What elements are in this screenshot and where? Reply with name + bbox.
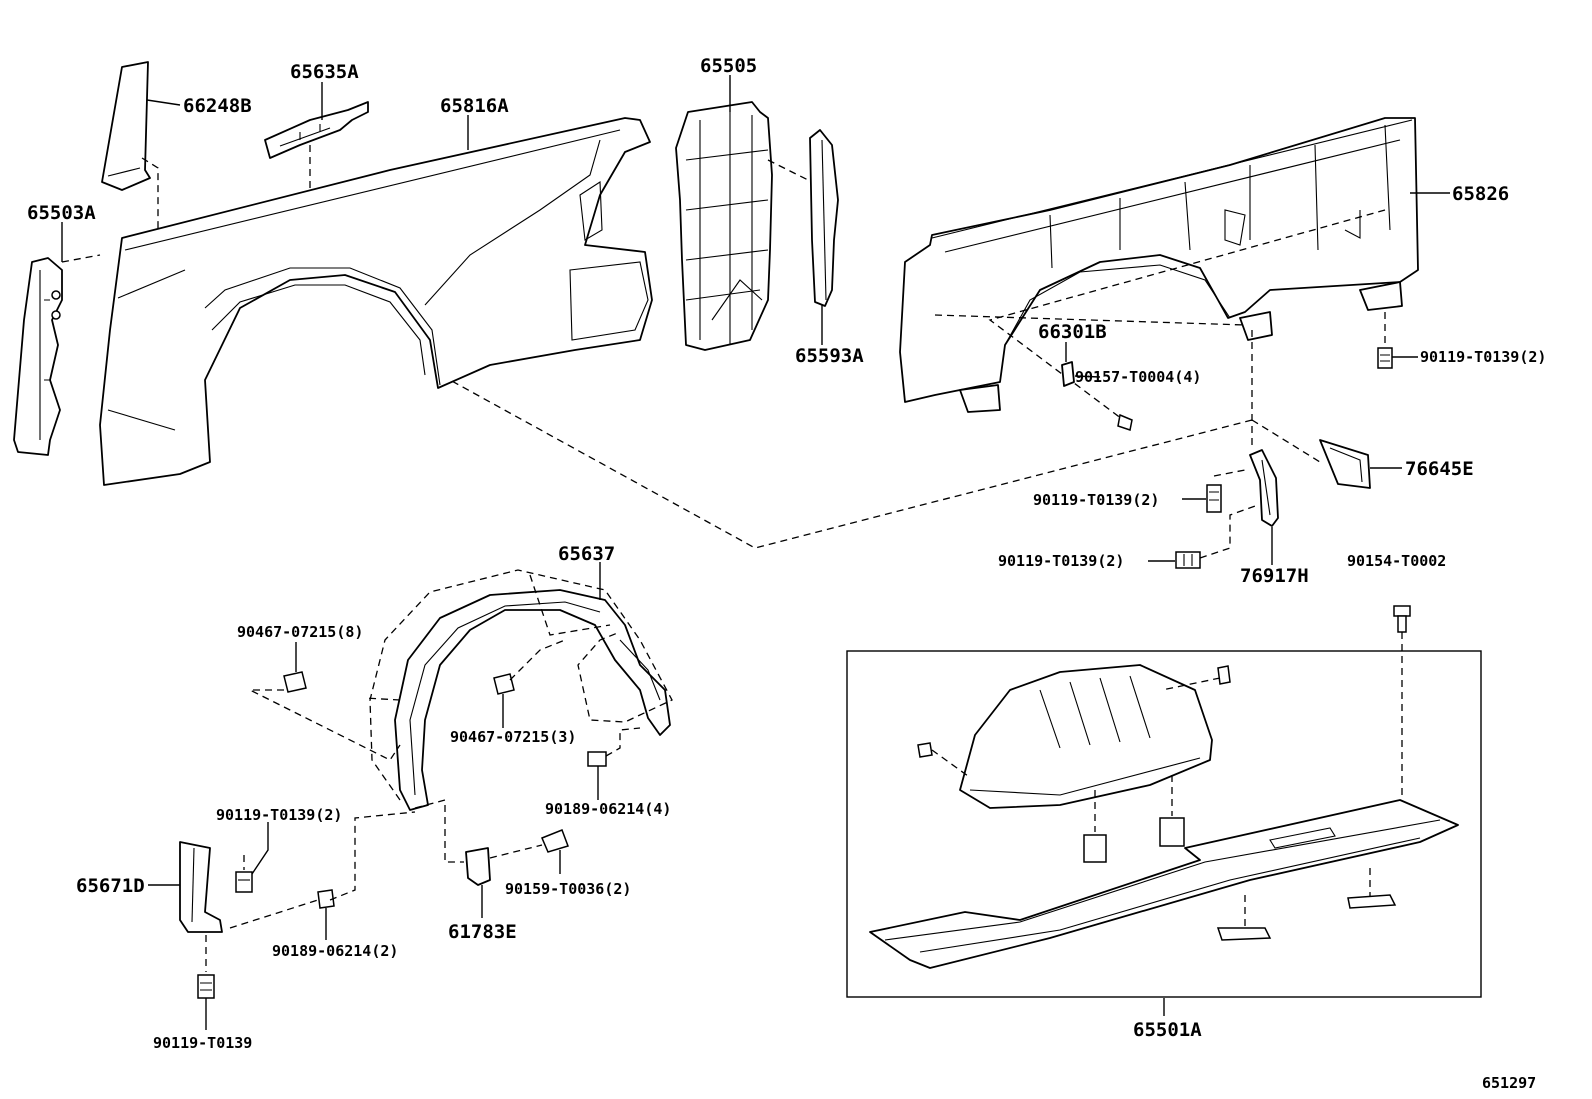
part-66301B[interactable] xyxy=(1061,361,1075,387)
bolt-90119-bottom[interactable] xyxy=(197,974,215,999)
label-66301B: 66301B xyxy=(1038,321,1107,343)
label-90189-4: 90189-06214(4) xyxy=(545,800,671,818)
part-65635A[interactable] xyxy=(264,101,369,159)
clip-90189-2[interactable] xyxy=(317,889,335,909)
label-90467-3: 90467-07215(3) xyxy=(450,728,576,746)
bolt-90119-lower[interactable] xyxy=(1175,551,1201,569)
label-65671D: 65671D xyxy=(76,875,145,897)
part-65637[interactable] xyxy=(394,589,671,811)
part-61783E[interactable] xyxy=(465,847,491,886)
label-65505: 65505 xyxy=(700,55,757,77)
label-90119-bracket: 90119-T0139(2) xyxy=(216,806,342,824)
bolt-90119-middle[interactable] xyxy=(1206,484,1222,513)
part-65501A-floor[interactable] xyxy=(869,799,1459,969)
bolt-90119-bracket[interactable] xyxy=(235,871,253,893)
label-90154-T0002: 90154-T0002 xyxy=(1347,552,1446,570)
label-65503A: 65503A xyxy=(27,202,96,224)
part-65503A[interactable] xyxy=(13,257,63,456)
label-65816A: 65816A xyxy=(440,95,509,117)
clip-90467-8[interactable] xyxy=(283,671,307,693)
part-65671D[interactable] xyxy=(179,841,223,933)
clip-90189-4[interactable] xyxy=(587,751,607,767)
label-65501A: 65501A xyxy=(1133,1019,1202,1041)
part-65505[interactable] xyxy=(675,101,773,351)
label-90189-2: 90189-06214(2) xyxy=(272,942,398,960)
label-65635A: 65635A xyxy=(290,61,359,83)
label-90119-topright: 90119-T0139(2) xyxy=(1420,348,1546,366)
part-65501A-wheelhouse[interactable] xyxy=(959,664,1213,809)
label-90119-middle: 90119-T0139(2) xyxy=(1033,491,1159,509)
label-90119-lower: 90119-T0139(2) xyxy=(998,552,1124,570)
screw-90157-T0004[interactable] xyxy=(1117,413,1133,431)
clip-90467-3[interactable] xyxy=(493,673,515,695)
label-90159-T0036: 90159-T0036(2) xyxy=(505,880,631,898)
part-76645E[interactable] xyxy=(1319,439,1371,489)
bolt-90159-T0036[interactable] xyxy=(541,829,569,853)
label-61783E: 61783E xyxy=(448,921,517,943)
part-65593A[interactable] xyxy=(809,129,839,307)
label-76645E: 76645E xyxy=(1405,458,1474,480)
label-65593A: 65593A xyxy=(795,345,864,367)
part-65501A-clips[interactable] xyxy=(917,665,1397,941)
label-90467-8: 90467-07215(8) xyxy=(237,623,363,641)
label-90157-T0004: 90157-T0004(4) xyxy=(1075,368,1201,386)
part-65826[interactable] xyxy=(899,117,1419,413)
figure-code: 651297 xyxy=(1482,1074,1536,1092)
label-76917H: 76917H xyxy=(1240,565,1309,587)
bolt-90119-topright[interactable] xyxy=(1377,347,1393,369)
bolt-90154-T0002[interactable] xyxy=(1393,605,1411,633)
part-76917H[interactable] xyxy=(1249,449,1279,527)
label-90119-bottom: 90119-T0139 xyxy=(153,1034,252,1052)
label-65826: 65826 xyxy=(1452,183,1509,205)
part-65816A[interactable] xyxy=(99,117,653,486)
label-65637: 65637 xyxy=(558,543,615,565)
box-65501A xyxy=(846,650,1482,998)
label-66248B: 66248B xyxy=(183,95,252,117)
part-66248B[interactable] xyxy=(101,61,151,191)
